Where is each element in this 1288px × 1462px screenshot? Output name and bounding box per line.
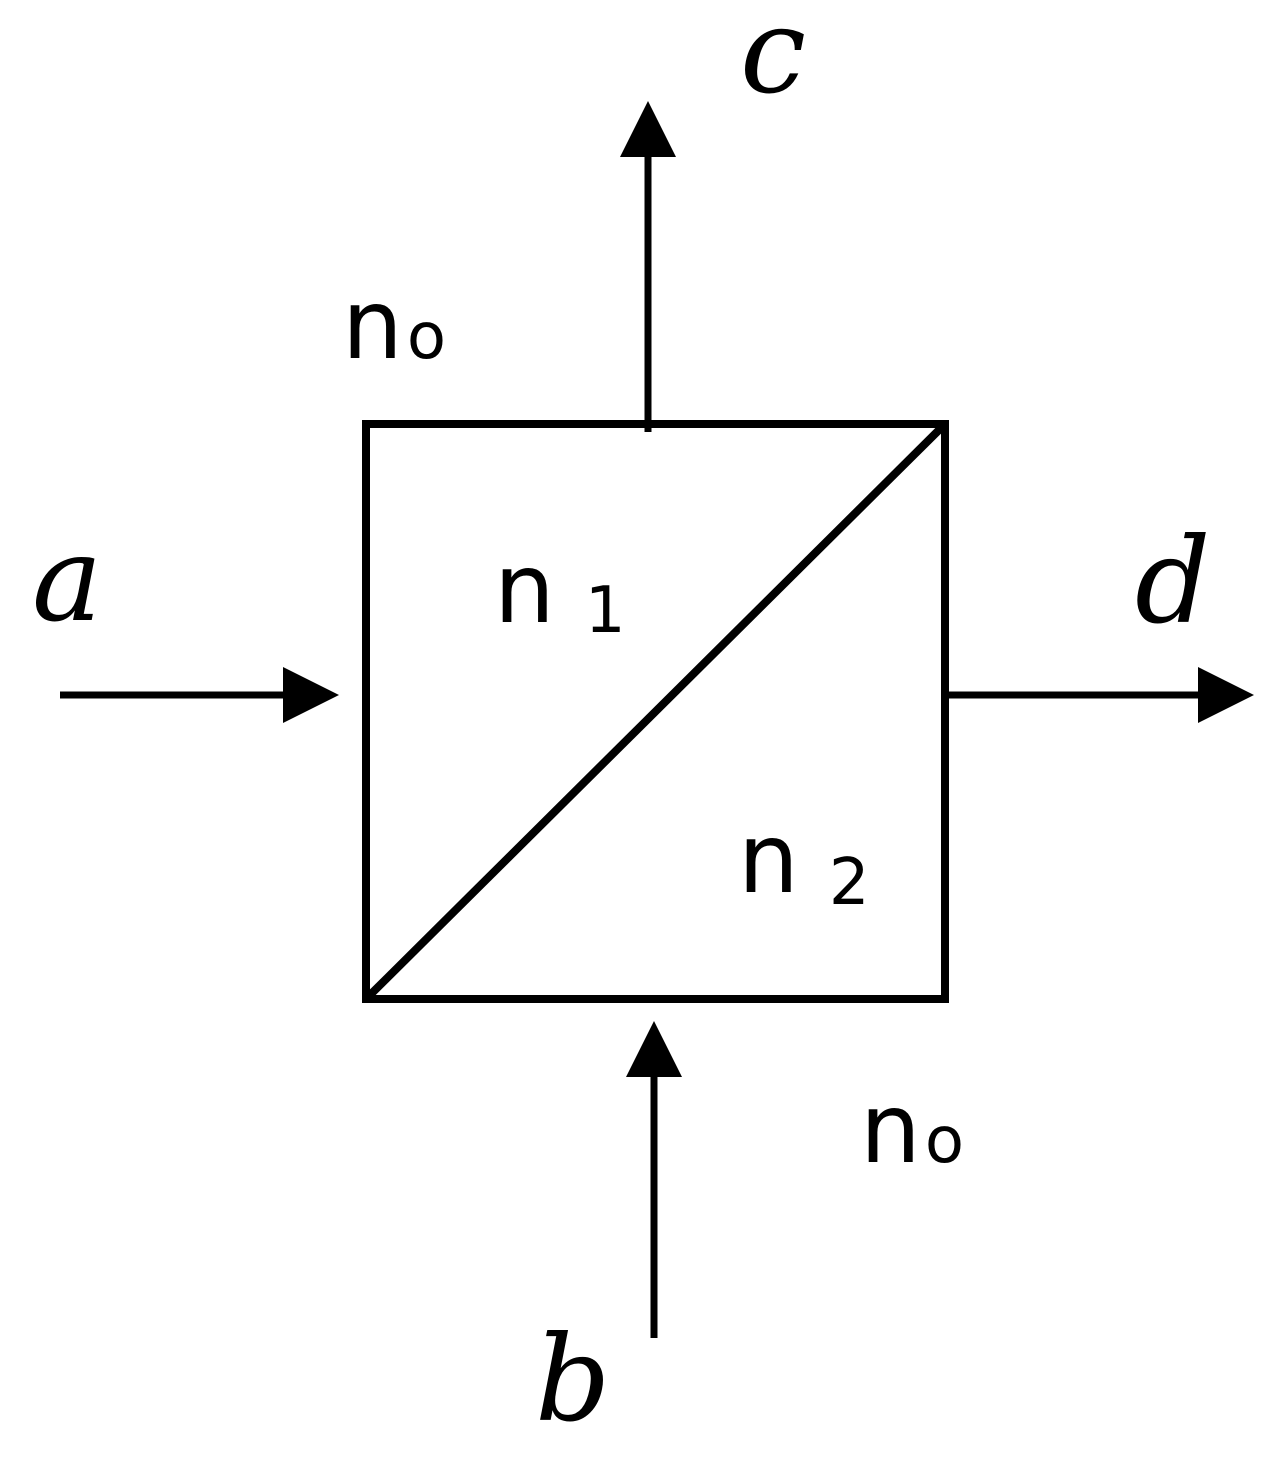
port-label-c: c <box>740 0 806 120</box>
port-label-d: d <box>1135 512 1211 650</box>
index-prism-lower-base: n <box>738 803 799 915</box>
index-label-outer-top: no <box>342 269 446 381</box>
index-label-outer-bottom: no <box>860 1073 964 1185</box>
splitter-cube <box>362 420 949 1003</box>
index-outer-bottom-sub: o <box>925 1104 964 1178</box>
port-label-a: a <box>32 510 102 648</box>
port-label-b: b <box>535 1310 611 1448</box>
index-outer-bottom-base: n <box>860 1073 921 1185</box>
index-prism-lower-sub: 2 <box>829 846 870 920</box>
splitter-interface-diagonal <box>367 424 945 998</box>
index-outer-top-sub: o <box>407 300 446 374</box>
index-outer-top-base: n <box>342 269 403 381</box>
index-prism-upper-sub: 1 <box>585 574 626 648</box>
index-prism-upper-base: n <box>494 533 555 645</box>
